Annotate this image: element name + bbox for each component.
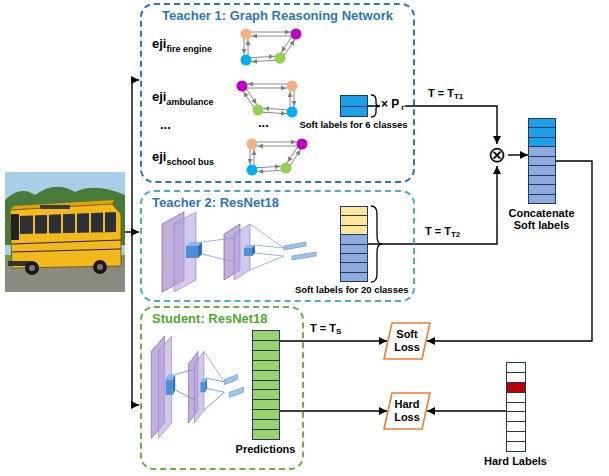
temperature-subscript: S	[336, 327, 341, 336]
label-cell	[341, 244, 367, 253]
label-cell	[507, 372, 525, 382]
prediction-column: Predictions	[252, 330, 280, 440]
label-cell	[507, 382, 525, 392]
column-caption: Soft labels for 6 classes	[299, 120, 407, 131]
label-cell	[507, 363, 525, 372]
concat-label-column: Concatenate Soft labels	[528, 118, 556, 204]
label-cell	[253, 429, 279, 439]
connector	[280, 340, 387, 341]
column-caption: Predictions	[236, 443, 296, 456]
label-cell	[529, 127, 555, 136]
label-cell	[253, 350, 279, 360]
loss-text: Soft Loss	[392, 328, 422, 353]
label-cell	[529, 146, 555, 155]
graph-label: eji	[152, 37, 166, 52]
connector	[427, 410, 506, 411]
concat-operator: ⊗	[486, 144, 508, 166]
label-cell	[341, 207, 367, 215]
label-cell	[529, 165, 555, 174]
ellipsis: ...	[160, 118, 171, 133]
connector	[427, 161, 592, 341]
label-cell	[529, 194, 555, 203]
label-cell	[253, 389, 279, 399]
label-cell	[529, 184, 555, 193]
column-caption: Concatenate Soft labels	[500, 207, 584, 232]
label-cell	[529, 119, 555, 127]
label-cell	[341, 106, 367, 117]
label-cell	[341, 272, 367, 281]
label-cell	[253, 360, 279, 370]
class-subscript: fire engine	[166, 44, 212, 54]
soft-label-column: Soft labels for 6 classes	[340, 95, 368, 117]
loss-outline-shape	[384, 323, 430, 359]
label-cell	[253, 370, 279, 380]
student-box: Student: ResNet18Predictions	[140, 306, 304, 470]
box-title: Student: ResNet18	[152, 311, 268, 326]
label-cell	[529, 137, 555, 146]
label-cell	[341, 215, 367, 224]
label-cell	[529, 156, 555, 165]
weight-subscript: r	[400, 103, 405, 112]
label-cell	[341, 234, 367, 243]
temperature-subscript: T1	[454, 92, 463, 101]
class-subscript: school bus	[166, 157, 214, 167]
label-cell	[341, 225, 367, 234]
label-cell	[253, 399, 279, 409]
connector	[368, 166, 497, 244]
label-cell	[341, 96, 367, 106]
column-caption: Hard Labels	[484, 455, 547, 468]
box-title: Teacher 1: Graph Reasoning Network	[162, 8, 393, 23]
label-cell	[253, 419, 279, 429]
input-arrows	[125, 80, 139, 405]
box-title: Teacher 2: ResNet18	[152, 195, 279, 210]
temperature-subscript: T2	[451, 230, 460, 239]
label-cell	[341, 262, 367, 271]
connector	[280, 410, 387, 411]
class-subscript: ambulance	[166, 97, 213, 107]
loss-outline-shape	[384, 393, 430, 429]
label-cell	[507, 421, 525, 431]
label-cell	[253, 331, 279, 340]
graph-label: eji	[152, 150, 166, 165]
temperature-label: T = T	[428, 87, 454, 100]
label-cell	[507, 411, 525, 421]
label-cell	[507, 392, 525, 402]
label-cell	[253, 380, 279, 390]
loss-box: Hard Loss	[383, 392, 431, 430]
ellipsis: ...	[258, 116, 269, 131]
loss-text: Hard Loss	[392, 398, 422, 423]
teacher-box: Teacher 1: Graph Reasoning NetworkSoft l…	[140, 3, 415, 183]
soft-label-column: Soft labels for 20 classes	[340, 206, 368, 282]
hard-label-column: Hard Labels	[506, 362, 526, 452]
label-cell	[253, 340, 279, 350]
label-cell	[507, 431, 525, 441]
label-cell	[507, 402, 525, 412]
graph-label: eji	[152, 90, 166, 105]
teacher-box: Teacher 2: ResNet18Soft labels for 20 cl…	[140, 190, 415, 302]
operator-symbol: ⊗	[488, 144, 506, 166]
label-cell	[507, 441, 525, 451]
loss-box: Soft Loss	[383, 322, 431, 360]
label-cell	[253, 409, 279, 419]
column-caption: Soft labels for 20 classes	[295, 285, 409, 296]
label-cell	[529, 175, 555, 184]
temperature-label: T = T	[310, 322, 336, 335]
weight-label: × P	[380, 98, 400, 112]
connector	[508, 154, 528, 155]
temperature-label: T = T	[425, 225, 451, 238]
label-cell	[341, 253, 367, 262]
bus-photo	[5, 172, 125, 292]
